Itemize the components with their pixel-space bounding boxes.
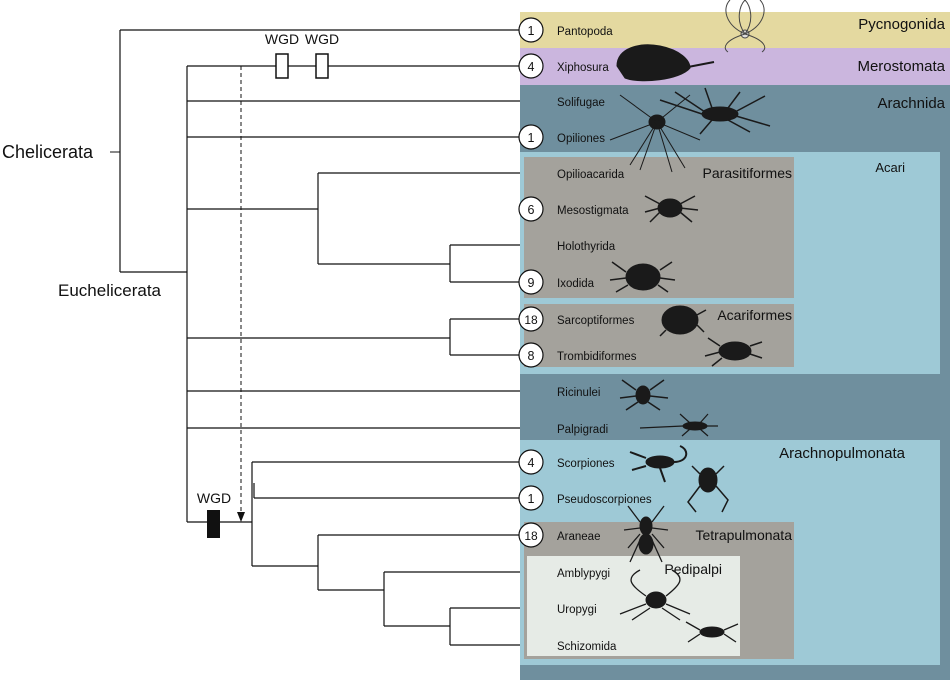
taxon-trombidiformes: Trombidiformes [557, 351, 637, 363]
wgd-filled-marker [207, 510, 220, 538]
group-label-acari: Acari [875, 160, 905, 175]
count-circle-sarcoptiformes: 18 [518, 306, 544, 332]
node-label-chelicerata: Chelicerata [2, 142, 94, 162]
count-circle-scorpiones: 4 [518, 449, 544, 475]
group-label-tetrapulmonata: Tetrapulmonata [695, 527, 792, 543]
count-scorpiones: 4 [528, 456, 535, 470]
taxon-ixodida: Ixodida [557, 278, 595, 290]
animal-silhouettes [609, 0, 771, 643]
tick-icon [609, 261, 676, 293]
trombidiform-mite-icon [704, 337, 763, 367]
pedipalpi-box [527, 556, 740, 656]
harvestman-icon [609, 94, 701, 173]
taxon-schizomida: Schizomida [557, 641, 617, 653]
count-circle-ixodida: 9 [518, 269, 544, 295]
merostomata-band [520, 48, 950, 85]
taxon-pantopoda: Pantopoda [557, 26, 613, 38]
spider-icon [623, 505, 669, 563]
group-label-parasitiformes: Parasitiformes [703, 165, 792, 181]
taxon-holothyrida: Holothyrida [557, 241, 616, 253]
node-label-euchelicerata: Euchelicerata [58, 281, 162, 300]
wgd-dashed-arrow [237, 66, 245, 522]
group-label-arachnida: Arachnida [877, 95, 945, 112]
count-circle-mesostigmata: 6 [518, 196, 544, 222]
sarcoptiform-mite-icon [659, 305, 707, 337]
taxon-palpigradi: Palpigradi [557, 424, 608, 436]
count-ixodida: 9 [528, 276, 535, 290]
count-circle-trombidiformes: 8 [518, 342, 544, 368]
taxa-list: Pantopoda Xiphosura Solifugae Opiliones … [557, 26, 652, 653]
taxon-ricinulei: Ricinulei [557, 387, 600, 399]
group-labels: Pycnogonida Merostomata Arachnida Acari … [664, 16, 945, 577]
amblypygid-icon [619, 569, 691, 621]
scorpion-icon [629, 445, 688, 483]
count-circle-pseudoscorpiones: 1 [518, 485, 544, 511]
count-circle-pantopoda: 1 [518, 17, 544, 43]
count-araneae: 18 [524, 529, 538, 543]
count-circle-araneae: 18 [518, 522, 544, 548]
count-sarcoptiformes: 18 [524, 313, 538, 327]
mesostigmata-mite-icon [644, 195, 699, 223]
taxon-opiliones: Opiliones [557, 133, 605, 145]
taxon-sarcoptiformes: Sarcoptiformes [557, 315, 635, 327]
sea-spider-icon [724, 0, 766, 53]
count-opiliones: 1 [528, 131, 535, 145]
taxon-xiphosura: Xiphosura [557, 62, 609, 74]
taxon-amblypygi: Amblypygi [557, 568, 610, 580]
count-circle-xiphosura: 4 [518, 53, 544, 79]
wgd-open-marker-1 [275, 53, 289, 79]
taxon-solifugae: Solifugae [557, 97, 605, 109]
group-label-acariformes: Acariformes [717, 307, 792, 323]
count-trombidiformes: 8 [528, 349, 535, 363]
horseshoe-crab-icon [616, 44, 715, 82]
group-label-pedipalpi: Pedipalpi [664, 561, 722, 577]
taxon-uropygi: Uropygi [557, 604, 597, 616]
count-circles: 1 4 1 6 9 18 8 4 1 18 [518, 17, 544, 548]
ricinulei-icon [619, 379, 669, 411]
schizomid-icon [685, 621, 739, 643]
count-pantopoda: 1 [528, 24, 535, 38]
group-label-pycnogonida: Pycnogonida [858, 16, 945, 33]
count-xiphosura: 4 [528, 60, 535, 74]
wgd-label-3: WGD [197, 490, 231, 506]
count-circle-opiliones: 1 [518, 124, 544, 150]
wgd-markers: WGD WGD WGD [197, 31, 339, 538]
taxon-opilioacarida: Opilioacarida [557, 169, 625, 181]
taxon-mesostigmata: Mesostigmata [557, 205, 629, 217]
tree-branches [119, 29, 520, 646]
acariformes-box [524, 304, 794, 367]
group-label-merostomata: Merostomata [857, 58, 945, 75]
solifuge-icon [659, 87, 771, 135]
count-pseudoscorpiones: 1 [528, 492, 535, 506]
count-mesostigmata: 6 [528, 203, 535, 217]
wgd-open-marker-2 [315, 53, 329, 79]
wgd-label-2: WGD [305, 31, 339, 47]
group-label-arachnopulmonata: Arachnopulmonata [779, 445, 906, 462]
taxon-araneae: Araneae [557, 531, 600, 543]
taxon-scorpiones: Scorpiones [557, 458, 615, 470]
wgd-label-1: WGD [265, 31, 299, 47]
taxon-pseudoscorpiones: Pseudoscorpiones [557, 494, 652, 506]
pseudoscorpion-icon [687, 465, 729, 513]
pycnogonida-band [520, 12, 950, 48]
palpigradi-icon [639, 413, 718, 437]
